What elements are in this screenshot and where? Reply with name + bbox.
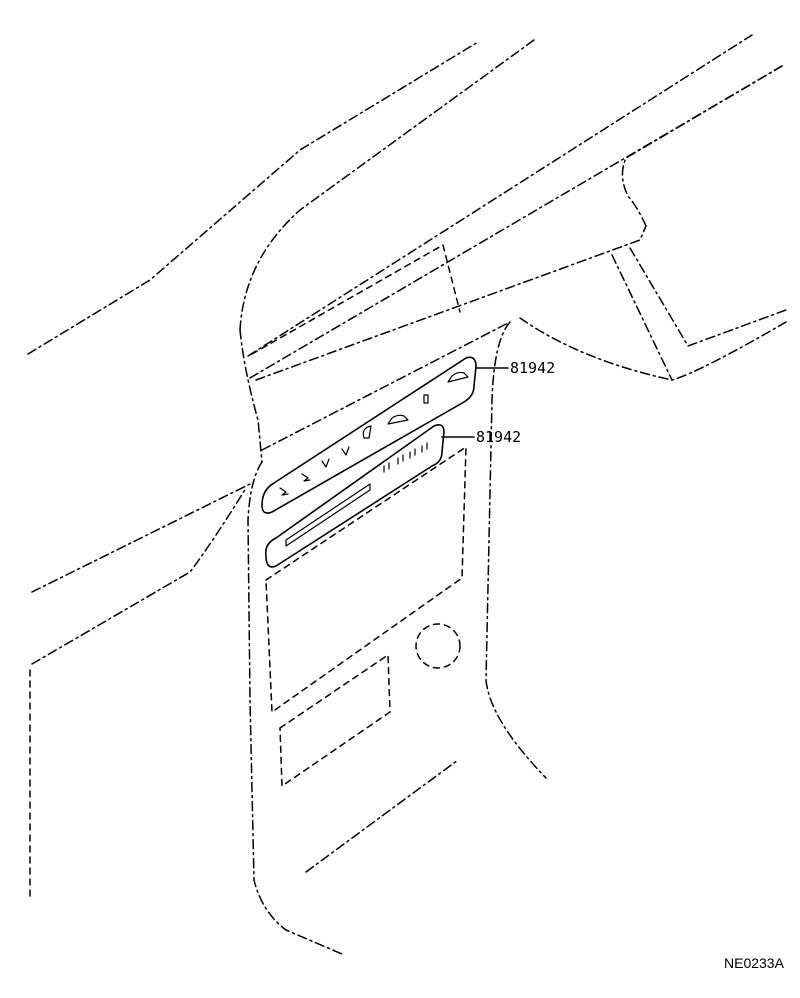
center-console-right-edge [485, 321, 547, 779]
lower-switch-bezel [264, 424, 445, 568]
lower-body-outline [29, 483, 251, 901]
fan-speed-icons [383, 442, 428, 473]
vent-mode-icons [279, 371, 469, 496]
leader-lines [441, 367, 509, 438]
glove-box-outline [519, 247, 787, 381]
figure-code: NE0233A [724, 955, 785, 971]
audio-unit-outline [265, 446, 467, 873]
center-console-left-edge [247, 461, 343, 955]
upper-switch-bezel [261, 356, 477, 514]
dashboard-top-outline [239, 65, 783, 463]
callout-upper-part-number: 81942 [510, 359, 555, 377]
windshield-outline [27, 34, 783, 379]
callout-lower-part-number: 81942 [476, 428, 521, 446]
